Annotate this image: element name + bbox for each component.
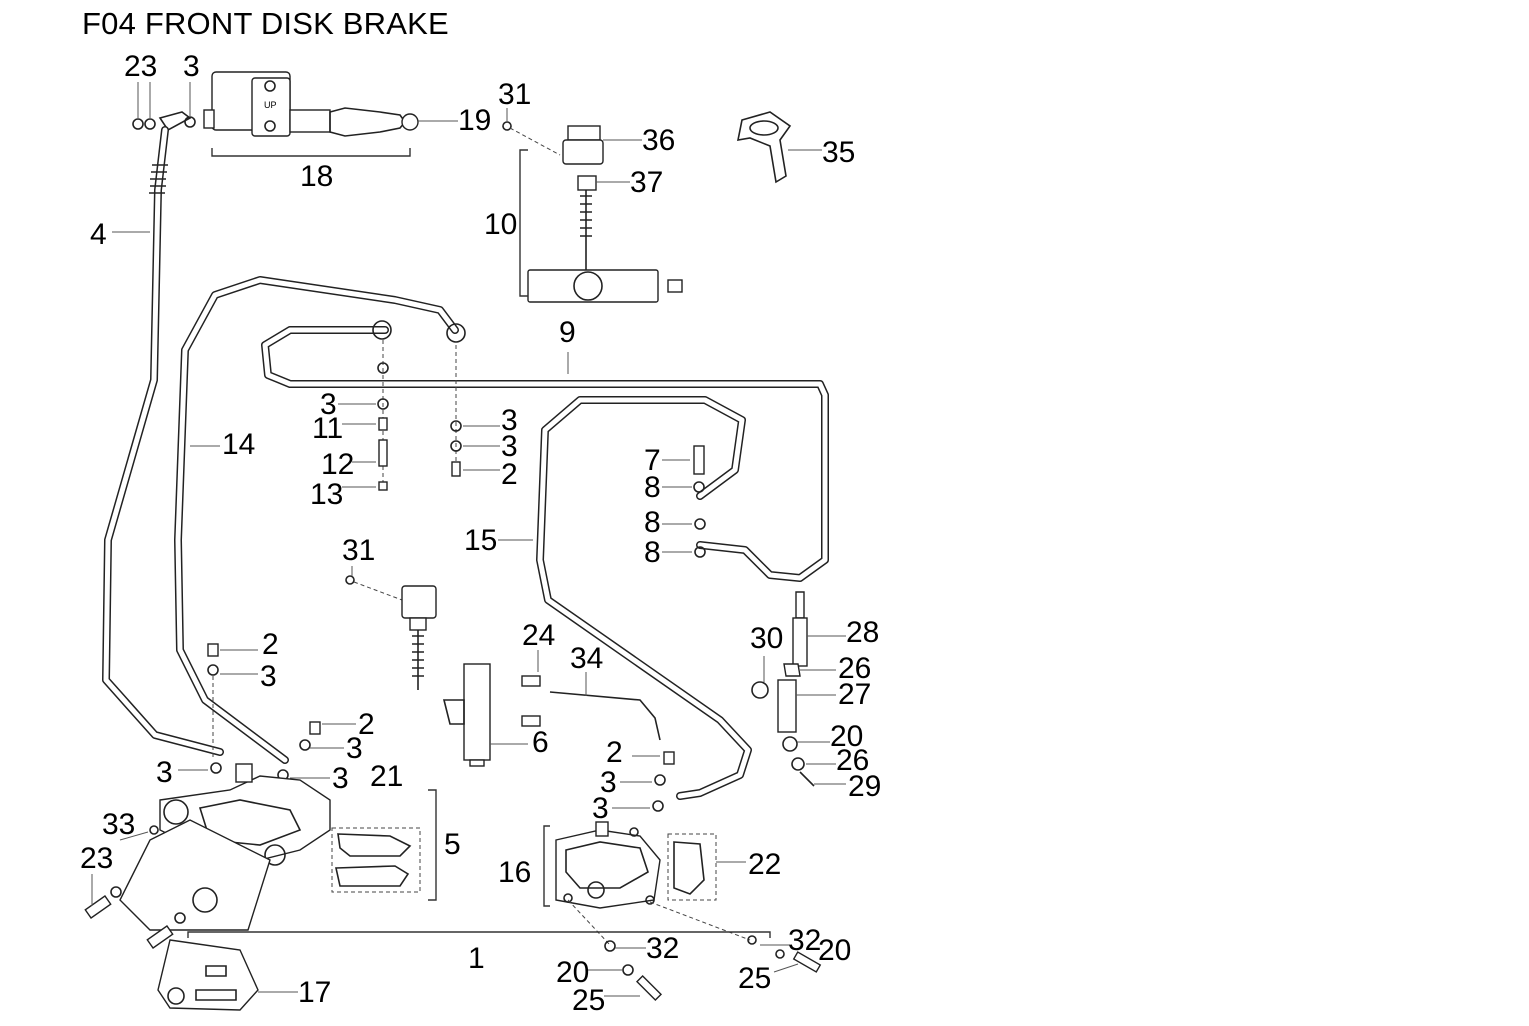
- callout-20: 20: [818, 934, 851, 967]
- callout-3: 3: [183, 50, 200, 83]
- callout-13: 13: [310, 478, 343, 511]
- caliper-banjo-right: [612, 751, 675, 812]
- callout-21: 21: [370, 760, 403, 793]
- callout-5: 5: [444, 828, 461, 861]
- callout-8: 8: [644, 471, 661, 504]
- brake-pipe-9: [261, 320, 829, 582]
- callout-34: 34: [570, 642, 603, 675]
- callout-2: 2: [262, 628, 279, 661]
- front-master-cylinder: UP: [203, 71, 458, 157]
- callout-23: 23: [124, 50, 157, 83]
- callout-27: 27: [838, 678, 871, 711]
- callout-6: 6: [532, 726, 549, 759]
- callout-19: 19: [458, 104, 491, 137]
- callout-14: 14: [222, 428, 255, 461]
- callout-15: 15: [464, 524, 497, 557]
- callout-1: 1: [468, 942, 485, 975]
- callout-17: 17: [298, 976, 331, 1009]
- rear-caliper: [543, 821, 751, 946]
- callout-8: 8: [644, 506, 661, 539]
- callout-3: 3: [346, 732, 363, 765]
- callout-labels: 23 3 19 18 4 31 36 37 10 35 9 3 11 12 13…: [80, 50, 881, 1017]
- callout-3: 3: [332, 762, 349, 795]
- up-mark: UP: [264, 100, 277, 110]
- callout-22: 22: [748, 848, 781, 881]
- callout-25: 25: [572, 984, 605, 1017]
- callout-16: 16: [498, 856, 531, 889]
- callout-31: 31: [342, 534, 375, 567]
- caliper-bolts: [84, 874, 186, 949]
- brake-reservoir: [502, 108, 683, 303]
- bottom-bolts: [586, 935, 822, 1002]
- callout-2: 2: [358, 708, 375, 741]
- callout-28: 28: [846, 616, 879, 649]
- callout-9: 9: [559, 316, 576, 349]
- center-fittings: [338, 340, 500, 491]
- rear-fittings: [662, 445, 706, 558]
- callout-8: 8: [644, 536, 661, 569]
- callout-33: 33: [102, 808, 135, 841]
- callout-24: 24: [522, 619, 555, 652]
- callout-18: 18: [300, 160, 333, 193]
- push-rod-assembly: [751, 591, 846, 787]
- callout-3: 3: [156, 756, 173, 789]
- callout-20: 20: [556, 956, 589, 989]
- callout-37: 37: [630, 166, 663, 199]
- callout-35: 35: [822, 136, 855, 169]
- brake-hose-15: [498, 396, 752, 800]
- callout-10: 10: [484, 208, 517, 241]
- callout-26: 26: [836, 744, 869, 777]
- callout-29: 29: [848, 770, 881, 803]
- callout-3: 3: [501, 404, 518, 437]
- callout-3: 3: [320, 388, 337, 421]
- callout-36: 36: [642, 124, 675, 157]
- caliper-bracket-17: [157, 931, 771, 1011]
- callout-7: 7: [644, 444, 661, 477]
- diagram-title: F04 FRONT DISK BRAKE: [82, 6, 449, 41]
- callout-3: 3: [600, 766, 617, 799]
- callout-4: 4: [90, 218, 107, 251]
- rear-master-cylinder: [345, 566, 661, 767]
- callout-12: 12: [321, 448, 354, 481]
- callout-32: 32: [646, 932, 679, 965]
- callout-30: 30: [750, 622, 783, 655]
- callout-2: 2: [606, 736, 623, 769]
- callout-20: 20: [830, 720, 863, 753]
- callout-32: 32: [788, 924, 821, 957]
- brake-hose-14: [174, 276, 466, 764]
- front-caliper: [119, 763, 437, 931]
- master-cylinder-banjo: [132, 82, 196, 132]
- callout-11: 11: [312, 412, 343, 445]
- callout-25: 25: [738, 962, 771, 995]
- callout-31: 31: [498, 78, 531, 111]
- callout-3: 3: [501, 430, 518, 463]
- callout-23: 23: [80, 842, 113, 875]
- brake-hose-4: [102, 126, 224, 756]
- bracket-35: [736, 111, 822, 184]
- callout-26: 26: [838, 652, 871, 685]
- callout-3: 3: [260, 660, 277, 693]
- callout-3: 3: [592, 792, 609, 825]
- callout-2: 2: [501, 458, 518, 491]
